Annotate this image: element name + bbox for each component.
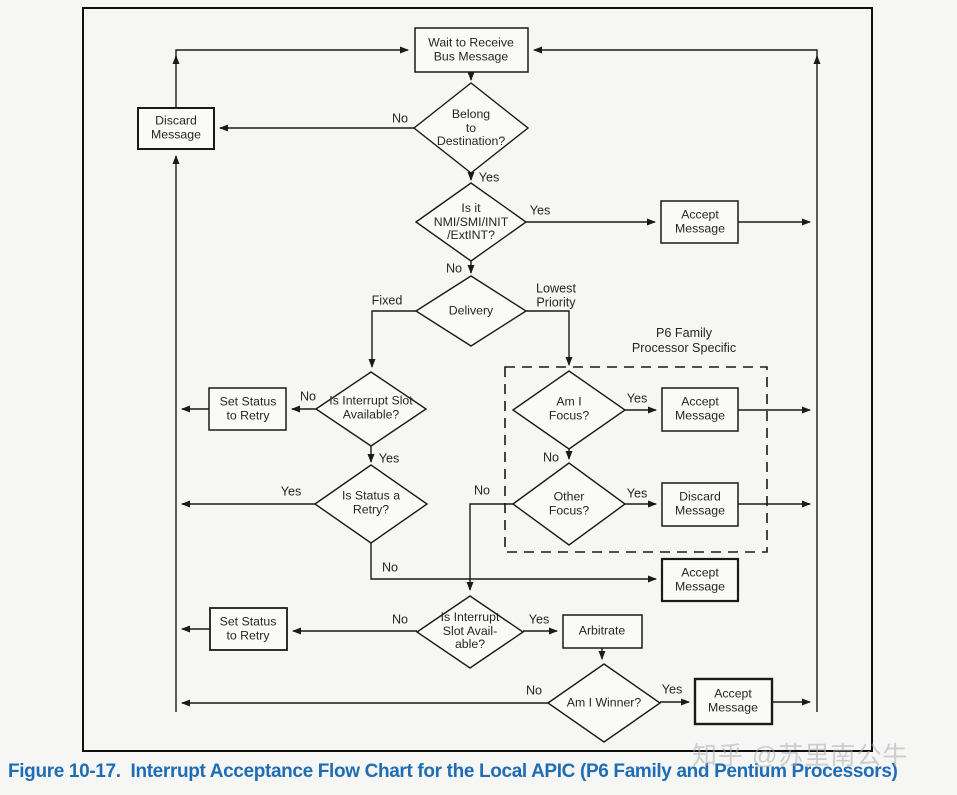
edge-label-winner-no: No [525, 683, 543, 698]
node-accept-message-focus: Accept Message [675, 394, 725, 422]
retry-diamond-shape [313, 464, 429, 544]
edge-label-retry-no: No [381, 560, 399, 575]
node-slot-available-fixed: Is Interrupt Slot Available? [329, 393, 413, 421]
edge-label-slot2-no: No [391, 612, 409, 627]
edge-label-nmi-yes: Yes [529, 203, 551, 218]
belong-diamond-shape [412, 82, 530, 174]
watermark: 知乎 @苏里南公牛 [692, 742, 909, 770]
focus-diamond-shape [511, 370, 627, 450]
edge-label-retry-yes: Yes [280, 484, 302, 499]
node-set-status-retry-fixed: Set Status to Retry [219, 394, 277, 422]
arbitrate-box-shape [562, 614, 643, 649]
set-status-fixed-box-shape [208, 387, 287, 431]
edge-label-belong-no: No [391, 111, 409, 126]
edge-label-slot2-yes: Yes [528, 612, 550, 627]
delivery-diamond-shape [414, 275, 528, 347]
node-am-i-winner: Am I Winner? [566, 695, 642, 710]
edge-label-nmi-no: No [445, 261, 463, 276]
edge-label-fixed: Fixed [371, 293, 403, 308]
wait-box-shape [414, 27, 529, 73]
edge-delivery-lowest [526, 310, 573, 366]
edge-label-slot1-yes: Yes [378, 451, 400, 466]
edge-label-other-no: No [473, 483, 491, 498]
accept-fixed-box-shape [660, 557, 740, 603]
accept-nmi-box-shape [660, 200, 739, 244]
winner-diamond-shape [546, 663, 662, 743]
nmi-diamond-shape [414, 182, 528, 262]
figure-caption: Figure 10-17. Interrupt Acceptance Flow … [8, 761, 898, 782]
discard-top-box-shape [137, 107, 215, 150]
edge-label-focus-no: No [542, 450, 560, 465]
edge-retry-no-accept [370, 543, 657, 583]
edge-other-no-slot2 [466, 503, 513, 591]
node-set-status-retry-lowest: Set Status to Retry [219, 614, 277, 642]
p6-region-label: P6 Family Processor Specific [631, 326, 737, 355]
node-shapes [137, 27, 774, 743]
edge-label-winner-yes: Yes [661, 682, 683, 697]
p6-region-dashed-box [504, 366, 768, 553]
node-other-focus: Other Focus? [548, 489, 590, 517]
edge-delivery-fixed [368, 310, 416, 368]
node-is-it-nmi: Is it NMI/SMI/INIT /ExtINT? [433, 200, 509, 242]
accept-winner-box-shape [693, 677, 774, 726]
node-am-i-focus: Am I Focus? [548, 394, 590, 422]
node-delivery: Delivery [448, 303, 494, 318]
discard-focus-box-shape [661, 482, 739, 527]
node-belong-to-destination: Belong to Destination? [436, 106, 506, 148]
node-accept-message-fixed: Accept Message [675, 565, 725, 593]
connectors [172, 46, 821, 712]
edge-discard-to-wait [175, 46, 409, 108]
set-status-lowest-box-shape [209, 607, 288, 651]
edge-right-collector-to-wait [533, 46, 818, 712]
slot-lowest-diamond-shape [415, 595, 525, 669]
node-arbitrate: Arbitrate [578, 623, 626, 638]
node-accept-message-winner: Accept Message [708, 686, 758, 714]
outer-border [82, 7, 873, 752]
edge-label-lowest-priority: Lowest Priority [536, 281, 576, 309]
node-is-status-retry: Is Status a Retry? [341, 488, 401, 516]
edge-label-slot1-no: No [299, 389, 317, 404]
node-accept-message-nmi: Accept Message [675, 207, 725, 235]
accept-focus-box-shape [661, 387, 739, 432]
node-discard-message-focus: Discard Message [675, 489, 725, 517]
node-slot-available-lowest: Is Interrupt Slot Avail- able? [440, 609, 500, 651]
node-discard-message-top: Discard Message [151, 113, 201, 141]
other-focus-diamond-shape [511, 462, 627, 546]
edge-label-other-yes: Yes [626, 486, 648, 501]
node-wait-to-receive: Wait to Receive Bus Message [428, 35, 514, 63]
edge-label-belong-yes: Yes [478, 170, 500, 185]
slot-fixed-diamond-shape [314, 371, 428, 447]
edge-label-focus-yes: Yes [626, 391, 648, 406]
